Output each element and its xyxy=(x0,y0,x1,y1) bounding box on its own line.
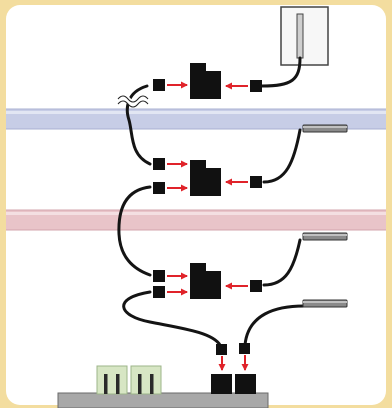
diagram-background xyxy=(6,5,386,405)
connector-plug-icon xyxy=(239,343,250,354)
junction-block-icon xyxy=(190,63,221,99)
break-mark-icon xyxy=(115,94,151,108)
output-terminal xyxy=(211,374,256,394)
cable-chain-2 xyxy=(117,185,152,277)
connector-plug-icon xyxy=(250,80,262,92)
connector-plug-icon xyxy=(250,176,262,188)
connector-plug-icon xyxy=(216,344,227,355)
connector-plug-icon xyxy=(153,182,165,194)
connector-plug-icon xyxy=(153,286,165,298)
junction-block-icon xyxy=(190,263,221,299)
connector-plug-icon xyxy=(250,280,262,292)
cables xyxy=(117,56,306,347)
cable-probe-2 xyxy=(262,238,302,287)
controller-socket xyxy=(96,365,128,395)
connector-plug-icon xyxy=(153,270,165,282)
cable-chain-1 xyxy=(125,84,152,166)
cable-wall-sensor xyxy=(260,56,302,88)
probe-icon xyxy=(302,299,348,308)
controller-base xyxy=(57,392,269,408)
probe-icon xyxy=(302,124,348,133)
connector-plug-icon xyxy=(153,79,165,91)
controller-socket xyxy=(130,365,162,395)
wall-sensor-icon xyxy=(280,6,329,66)
return-pipe xyxy=(6,209,386,231)
junction-block-icon xyxy=(190,160,221,196)
cable-probe-1 xyxy=(262,128,302,184)
cable-probe-3 xyxy=(243,304,306,347)
cable-chain-out xyxy=(122,290,222,347)
connector-plug-icon xyxy=(153,158,165,170)
probe-icon xyxy=(302,232,348,241)
